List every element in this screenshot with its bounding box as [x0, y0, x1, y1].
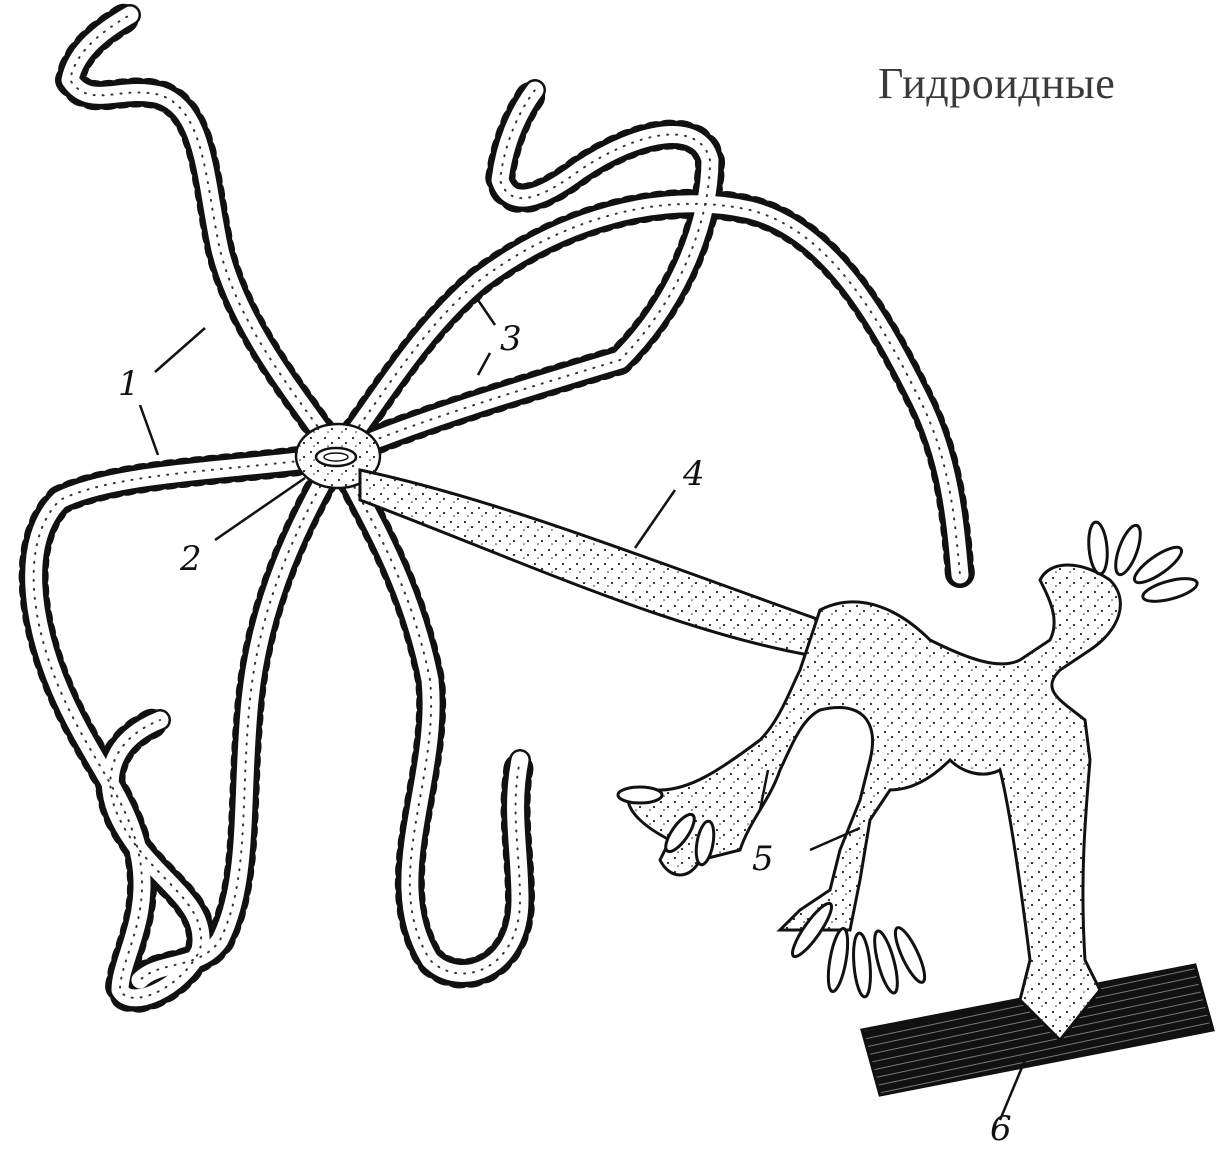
leader-line-4 — [635, 490, 675, 548]
label-1: 1 — [118, 364, 140, 404]
label-6: 6 — [990, 1109, 1012, 1149]
leader-line-3b — [478, 353, 490, 375]
diagram-title: Гидроидные — [878, 58, 1115, 109]
leader-line-1a — [155, 328, 205, 372]
label-3: 3 — [500, 319, 522, 359]
label-2: 2 — [179, 539, 202, 579]
leader-line-3a — [478, 300, 495, 325]
label-4: 4 — [682, 454, 705, 494]
label-5: 5 — [752, 839, 774, 879]
leader-line-1b — [140, 405, 158, 455]
mouth-opening — [316, 448, 356, 466]
